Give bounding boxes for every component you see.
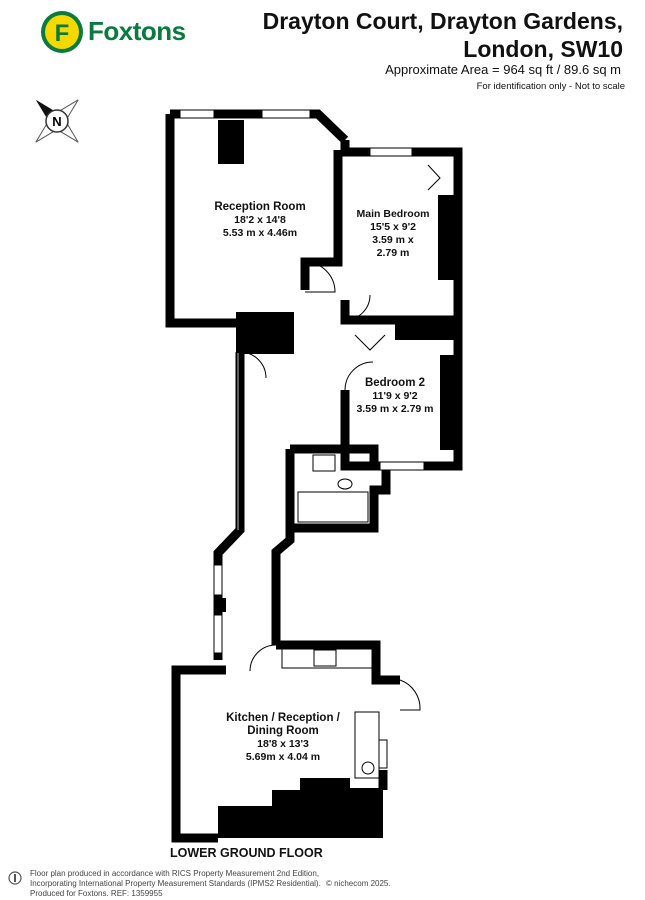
bedroom2-wardrobe-block bbox=[440, 355, 454, 450]
kitchen-side-counter bbox=[354, 711, 380, 779]
bedroom2-wardrobe-doors bbox=[354, 334, 386, 351]
room-dims-metric: 5.69m x 4.04 m bbox=[245, 751, 321, 763]
footer-line-1: Floor plan produced in accordance with R… bbox=[30, 869, 320, 878]
bedroom2-door bbox=[344, 361, 374, 391]
hall-door bbox=[239, 351, 267, 379]
reception-door bbox=[304, 261, 336, 293]
room-dims-metric: 5.53 m x 4.46m bbox=[222, 227, 298, 239]
kitchen-door bbox=[249, 644, 277, 672]
rics-logo-icon bbox=[8, 871, 22, 885]
kitchen-west-wall bbox=[171, 665, 226, 843]
room-dims-metric: 2.79 m bbox=[376, 247, 410, 259]
hob-icon bbox=[313, 649, 337, 667]
room-name: Main Bedroom bbox=[356, 208, 430, 220]
toilet-icon bbox=[337, 478, 353, 490]
reception-east-wall bbox=[300, 150, 343, 290]
kitchen-label: Kitchen / Reception / Dining Room 18'8 x… bbox=[218, 712, 348, 764]
footer-line-2: Incorporating International Property Mea… bbox=[30, 879, 321, 888]
brand-mark: F bbox=[55, 20, 70, 47]
window bbox=[261, 109, 311, 119]
window bbox=[378, 739, 388, 769]
window bbox=[369, 147, 413, 157]
main-bedroom-label: Main Bedroom 15'5 x 9'2 3.59 m x 2.79 m bbox=[348, 208, 438, 260]
room-dims-metric: 3.59 m x 2.79 m bbox=[356, 403, 434, 415]
bath-icon bbox=[297, 491, 369, 523]
room-dims-imperial: 15'5 x 9'2 bbox=[370, 221, 416, 233]
main-bedroom-door bbox=[344, 294, 371, 321]
room-name: Dining Room bbox=[247, 725, 319, 737]
room-dims-imperial: 18'8 x 13'3 bbox=[257, 738, 309, 750]
footer-line-3: Produced for Foxtons. REF: 1359955 bbox=[30, 889, 163, 898]
room-dims-imperial: 11'9 x 9'2 bbox=[372, 390, 418, 402]
compass-label: N bbox=[52, 114, 61, 129]
room-name: Kitchen / Reception / bbox=[226, 712, 340, 724]
room-name: Reception Room bbox=[214, 201, 306, 213]
basin-icon bbox=[312, 454, 336, 472]
wardrobe-doors bbox=[427, 164, 441, 191]
reception-west-wall bbox=[165, 114, 236, 328]
window bbox=[179, 109, 215, 119]
window bbox=[213, 564, 223, 596]
reception-room-label: Reception Room 18'2 x 14'8 5.53 m x 4.46… bbox=[190, 201, 330, 240]
window bbox=[379, 461, 425, 471]
corridor-west-wall bbox=[213, 352, 245, 660]
identification-note: For identification only - Not to scale bbox=[476, 81, 625, 92]
foxtons-logo: F bbox=[40, 10, 190, 54]
brand-name: Foxtons bbox=[88, 16, 186, 46]
kitchen-walls bbox=[276, 640, 400, 685]
window bbox=[213, 614, 223, 654]
sink-icon bbox=[361, 761, 375, 775]
north-arrow-icon: N bbox=[35, 99, 79, 143]
address-line-1: Drayton Court, Drayton Gardens, bbox=[262, 8, 623, 34]
room-name: Bedroom 2 bbox=[364, 377, 426, 389]
corridor-east-wall bbox=[271, 449, 295, 645]
floor-label: LOWER GROUND FLOOR bbox=[170, 846, 323, 860]
bedroom-wall-block bbox=[395, 320, 458, 340]
footer-credit: © nichecom 2025. bbox=[326, 879, 391, 888]
main-bedroom-wardrobe-block bbox=[438, 195, 454, 280]
bathroom-walls bbox=[290, 444, 391, 533]
foxtons-badge-icon: F bbox=[41, 11, 83, 53]
reception-walls bbox=[170, 109, 349, 144]
kitchen-south-block bbox=[218, 778, 383, 838]
hallway-block bbox=[236, 312, 294, 354]
bedroom2-label: Bedroom 2 11'9 x 9'2 3.59 m x 2.79 m bbox=[350, 377, 440, 416]
approximate-area: Approximate Area = 964 sq ft / 89.6 sq m bbox=[385, 62, 621, 77]
room-dims-imperial: 18'2 x 14'8 bbox=[234, 214, 286, 226]
chimney-block bbox=[218, 120, 244, 164]
garden-door bbox=[399, 679, 421, 711]
kitchen-counter bbox=[281, 647, 375, 669]
room-dims-metric: 3.59 m x bbox=[372, 234, 414, 246]
bay-pier bbox=[216, 598, 226, 612]
address-line-2: London, SW10 bbox=[463, 36, 623, 62]
